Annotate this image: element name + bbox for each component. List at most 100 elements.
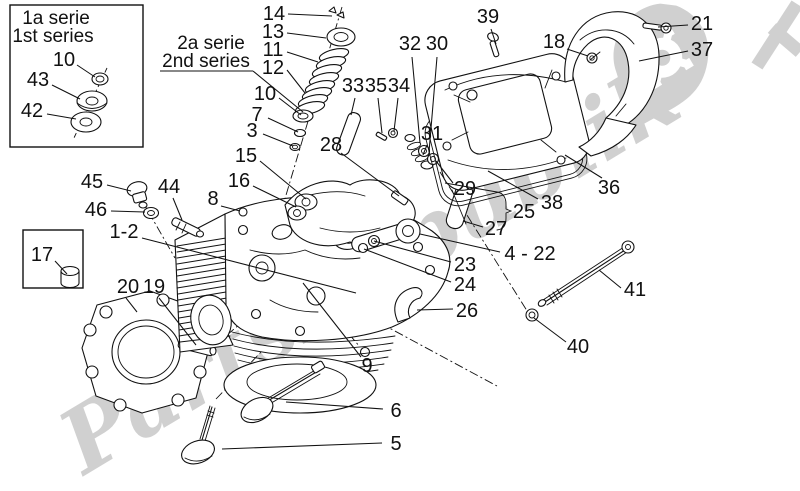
leader-line-10 <box>278 97 302 116</box>
inset-tappet <box>22 229 84 289</box>
rocker-lever <box>394 287 423 323</box>
callout-31: 31 <box>421 123 443 145</box>
leader-line-27 <box>462 220 484 228</box>
callout-37: 37 <box>691 39 713 61</box>
leader-line-30 <box>428 56 438 153</box>
valve-spring-assembly <box>289 6 356 152</box>
callout-18: 18 <box>543 31 565 53</box>
callout-11: 11 <box>263 39 284 61</box>
callout-28: 28 <box>320 134 342 156</box>
tappet-bucket <box>60 265 80 289</box>
leader-line-21 <box>657 24 689 28</box>
leader-line-15 <box>259 160 307 200</box>
bracket-25 <box>444 182 513 231</box>
callout-24: 24 <box>454 274 476 296</box>
leader-line-17 <box>54 260 68 275</box>
callout-16: 16 <box>228 170 250 192</box>
callout-3: 3 <box>246 120 257 142</box>
callout-9: 9 <box>361 355 372 377</box>
leader-line-42 <box>46 113 77 120</box>
callout-10: 10 <box>53 49 75 71</box>
callout-15: 15 <box>235 145 257 167</box>
leader-line-35 <box>377 97 383 134</box>
callout-29: 29 <box>454 178 476 200</box>
leader-line-7 <box>267 117 299 133</box>
callout-7: 7 <box>251 104 262 126</box>
valve-spring-coils <box>294 47 350 116</box>
callout-26: 26 <box>456 300 478 322</box>
callout-38: 38 <box>541 192 563 214</box>
valve-6 <box>240 360 326 424</box>
cover-guard <box>564 11 660 157</box>
valve-5 <box>181 405 216 465</box>
leader-line-44 <box>172 197 183 221</box>
leader-line-12 <box>286 69 306 94</box>
callout-32: 32 <box>399 33 421 55</box>
watermark-partial-glyphs <box>751 0 800 70</box>
leader-line-4 - 22 <box>419 233 501 253</box>
small-hardware <box>336 112 474 230</box>
leader-line-39 <box>490 28 497 45</box>
callout-25: 25 <box>513 201 535 223</box>
callout-4 - 22: 4 - 22 <box>504 243 555 265</box>
ball-8 <box>238 207 248 217</box>
leader-line-38 <box>487 170 539 200</box>
leader-line-16 <box>252 185 297 208</box>
leader-line-14 <box>287 13 333 17</box>
callout-17: 17 <box>31 244 53 266</box>
leader-line-10 <box>76 64 96 78</box>
leader-line-41 <box>598 269 622 289</box>
leader-line-5 <box>221 442 383 450</box>
callout-12: 12 <box>262 57 284 79</box>
callout-36: 36 <box>598 177 620 199</box>
callout-43: 43 <box>27 69 49 91</box>
inset-first-series <box>9 4 144 148</box>
leader-line-46 <box>110 210 146 213</box>
callout-10: 10 <box>254 83 276 105</box>
screw-39 <box>487 32 500 58</box>
callout-8: 8 <box>207 188 218 210</box>
screw-21 <box>642 22 672 34</box>
sensor-45 <box>126 181 148 209</box>
leader-line-6 <box>285 401 384 410</box>
callout-14: 14 <box>263 3 285 25</box>
leader-line-36 <box>564 154 603 179</box>
leader-line-19 <box>158 297 197 346</box>
series2-line1: 2a serie <box>177 33 245 54</box>
washer-46 <box>142 206 160 220</box>
callout-30: 30 <box>426 33 448 55</box>
valve-cover <box>424 52 598 191</box>
rocker-arm <box>351 218 423 323</box>
leader-line-33 <box>350 97 356 116</box>
callout-23: 23 <box>454 254 476 276</box>
series1-line2: 1st series <box>12 26 93 47</box>
callout-20: 20 <box>117 276 139 298</box>
callout-1-2: 1-2 <box>110 221 139 243</box>
callout-45: 45 <box>81 171 103 193</box>
callout-41: 41 <box>624 279 646 301</box>
pushrod-41 <box>537 240 635 307</box>
series1-line1: 1a serie <box>22 8 90 29</box>
head-gasket <box>81 290 209 414</box>
callout-40: 40 <box>567 336 589 358</box>
leader-line-28 <box>340 152 400 197</box>
series2-label: 2a serie 2nd series <box>160 33 304 113</box>
callout-34: 34 <box>388 75 410 97</box>
leader-line-8 <box>220 205 241 212</box>
callout-5: 5 <box>390 433 401 455</box>
leader-line-23 <box>373 240 452 263</box>
callout-27: 27 <box>485 218 507 240</box>
callout-39: 39 <box>477 6 499 28</box>
leader-lines <box>46 13 689 450</box>
leader-line-18 <box>566 48 589 57</box>
leader-line-24 <box>363 248 452 283</box>
leader-line-3 <box>262 133 294 147</box>
leader-line-9 <box>302 282 362 358</box>
callout-44: 44 <box>158 176 180 198</box>
leader-line-26 <box>416 308 454 311</box>
leader-line-13 <box>286 32 327 39</box>
leader-line-43 <box>51 84 81 100</box>
